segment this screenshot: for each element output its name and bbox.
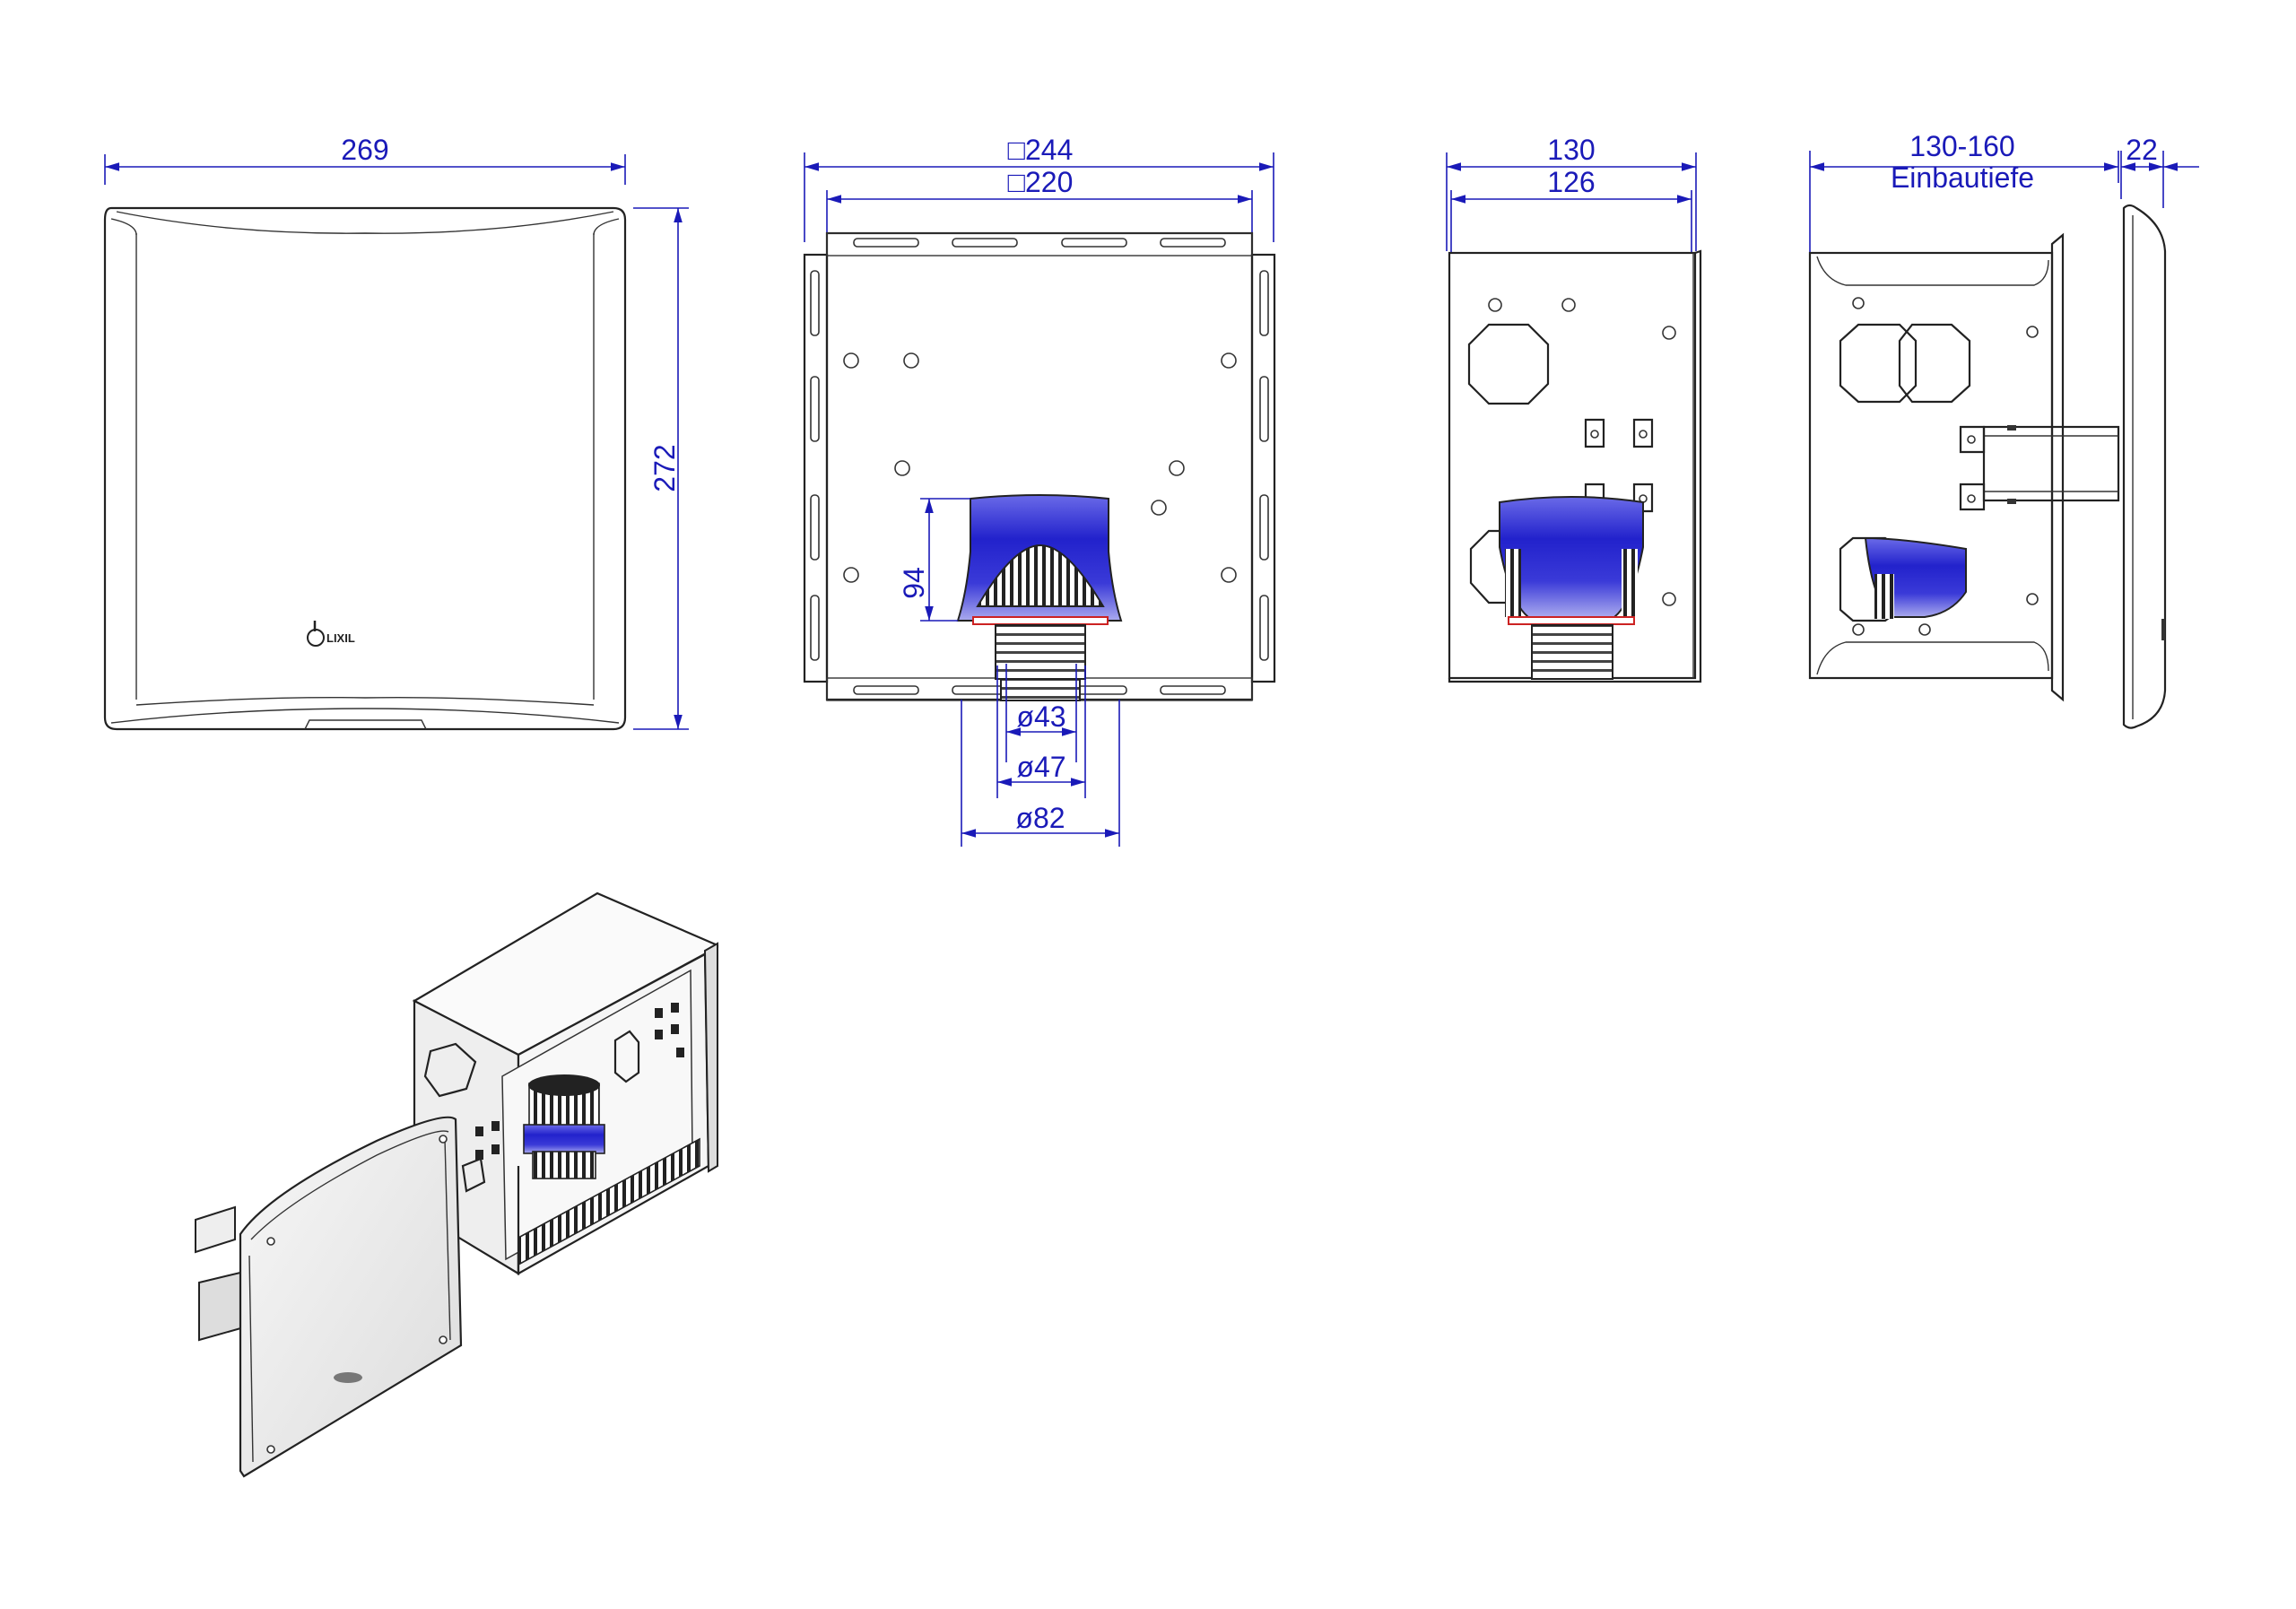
box-front-view: □244 □220 — [803, 134, 1276, 847]
iso-funnel — [523, 1074, 605, 1179]
pipe-d47-label: ø47 — [1016, 751, 1065, 783]
box-outer-label: □244 — [1008, 134, 1074, 166]
box-inner-label: □220 — [1008, 166, 1074, 198]
iso-cover — [239, 1116, 463, 1478]
funnel-height-label: 94 — [898, 567, 930, 599]
cover-depth-label: 22 — [2126, 134, 2158, 166]
box-side-view: 130 126 — [1446, 134, 1702, 683]
mounting-holes — [843, 352, 1237, 583]
logo-text: LIXIL — [326, 631, 355, 645]
isometric-view — [195, 891, 719, 1478]
front-width-label: 269 — [341, 134, 388, 166]
drain-funnel — [956, 494, 1123, 701]
section-funnel — [1839, 536, 1967, 622]
lixil-logo: LIXIL — [307, 621, 355, 647]
cover-outline — [103, 206, 627, 731]
pipe-d82-label: ø82 — [1015, 802, 1065, 834]
side-outer-label: 130 — [1547, 134, 1595, 166]
side-inner-label: 126 — [1547, 166, 1595, 198]
install-depth-caption: Einbautiefe — [1891, 161, 2034, 194]
section-view: 130-160 Einbautiefe 22 — [1808, 130, 2199, 729]
pipe-d43-label: ø43 — [1016, 700, 1065, 733]
front-height-label: 272 — [648, 444, 681, 491]
install-depth-label: 130-160 — [1909, 130, 2014, 162]
front-view: 269 272 LIXIL — [103, 134, 689, 731]
support-bracket — [1959, 425, 2120, 511]
cover-section — [2122, 204, 2167, 729]
side-funnel — [1499, 496, 1644, 680]
